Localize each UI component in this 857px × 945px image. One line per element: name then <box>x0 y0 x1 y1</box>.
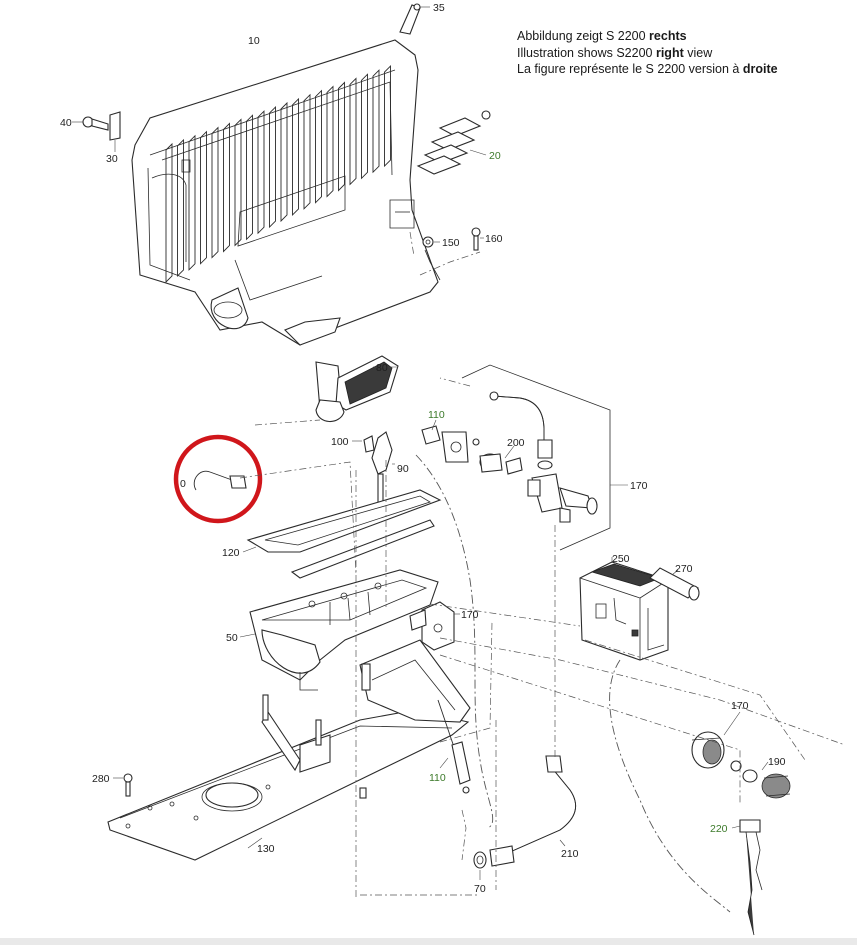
label-190: 190 <box>768 756 786 768</box>
label-130: 130 <box>257 843 275 855</box>
part-170-mid-bracket <box>409 601 460 651</box>
part-280-screw <box>113 773 133 797</box>
cooling-fin <box>280 101 288 223</box>
highlighted-hook-part <box>173 434 263 524</box>
label-90: 90 <box>397 463 409 475</box>
part-100-pin <box>352 435 375 453</box>
cooling-fin <box>315 89 322 204</box>
label-30: 30 <box>106 153 118 165</box>
caption-en-text: Illustration shows S2200 <box>517 45 656 60</box>
cooling-fin <box>177 138 184 277</box>
part-50-chamber-tray <box>239 569 439 691</box>
cooling-fin <box>234 118 242 247</box>
caption-line-fr: La figure représente le S 2200 version à… <box>517 61 778 78</box>
label-100: 100 <box>331 436 349 448</box>
cooling-fin <box>200 130 207 265</box>
label-70: 70 <box>474 883 486 895</box>
caption-en-tail: view <box>683 45 713 60</box>
part-70-nut <box>473 851 487 880</box>
caption-fr-bold: droite <box>742 62 778 76</box>
cooling-fin <box>361 73 368 180</box>
part-160-screw <box>471 227 484 251</box>
label-170-right: 170 <box>630 480 648 492</box>
part-110-thermocouple <box>437 699 471 794</box>
label-150: 150 <box>442 237 460 249</box>
cooling-fin <box>326 85 334 198</box>
caption-de-text: Abbildung zeigt S 2200 <box>517 29 650 43</box>
part-170-bottom-dial <box>691 711 741 769</box>
part-40-screw <box>72 116 109 131</box>
cooling-fin <box>292 97 299 216</box>
label-80: 80 <box>376 362 388 374</box>
cooling-fin <box>165 142 173 284</box>
cooling-fin <box>303 93 311 210</box>
label-110-top: 110 <box>428 409 445 421</box>
part-80-burner <box>315 355 399 423</box>
label-170-bottom: 170 <box>731 700 749 712</box>
label-250: 250 <box>612 553 630 565</box>
cooling-fin <box>257 110 265 235</box>
part-labels: 10 35 40 30 20 150 160 80 110 200 100 90… <box>60 2 786 895</box>
assembly-center-lines <box>239 231 846 913</box>
caption-line-en: Illustration shows S2200 right view <box>517 45 778 62</box>
cooling-fin <box>384 65 391 168</box>
label-120: 120 <box>222 547 240 559</box>
caption-fr-text: La figure représente le S 2200 version à <box>517 62 743 76</box>
part-130-base-plate <box>107 639 471 861</box>
label-0: 0 <box>180 478 186 490</box>
heat-exchanger <box>131 39 441 346</box>
label-200: 200 <box>507 437 525 449</box>
cooling-fin <box>269 106 276 229</box>
cooling-fin <box>338 81 345 192</box>
part-270-cylinder <box>649 567 700 601</box>
cooling-fin <box>372 69 380 174</box>
label-10: 10 <box>248 35 260 47</box>
bottom-scroll-edge <box>0 938 857 945</box>
label-110-bottom: 110 <box>429 772 446 784</box>
caption-line-de: Abbildung zeigt S 2200 rechts <box>517 28 778 45</box>
label-170-mid: 170 <box>461 609 479 621</box>
label-40: 40 <box>60 117 72 129</box>
part-35-bracket <box>399 3 430 35</box>
part-30-clip <box>109 111 121 152</box>
gas-valve-assembly <box>461 364 628 551</box>
label-220: 220 <box>710 823 728 835</box>
cooling-fin <box>349 77 357 186</box>
label-210: 210 <box>561 848 579 860</box>
caption-en-bold: right <box>655 45 684 60</box>
label-160: 160 <box>485 233 503 245</box>
cooling-fin <box>223 122 230 253</box>
cooling-fin <box>211 126 219 259</box>
label-270: 270 <box>675 563 693 575</box>
part-200-valve <box>479 445 523 475</box>
part-20-gaskets <box>416 110 491 175</box>
part-120-gasket-frame <box>242 489 442 579</box>
label-50: 50 <box>226 632 238 644</box>
part-220-sensor <box>731 819 763 936</box>
caption-de-bold: rechts <box>649 29 687 43</box>
label-20: 20 <box>489 150 501 162</box>
part-150-nut <box>422 236 440 248</box>
cooling-fin <box>188 134 196 271</box>
label-280: 280 <box>92 773 110 785</box>
cooling-fin <box>246 114 253 241</box>
label-35: 35 <box>433 2 445 14</box>
part-110-top-bracket <box>421 419 480 463</box>
part-90-electrode <box>371 431 395 511</box>
part-190-knob <box>730 760 791 799</box>
caption: Abbildung zeigt S 2200 rechts Illustrati… <box>517 28 778 78</box>
